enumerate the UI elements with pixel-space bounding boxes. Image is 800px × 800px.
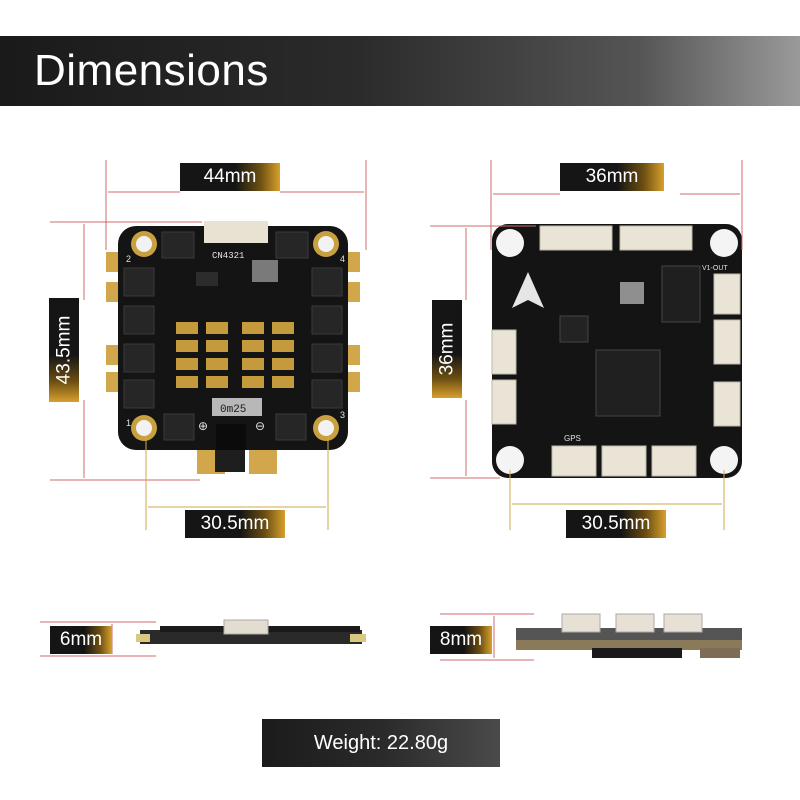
- esc-thickness-lines: [40, 621, 156, 657]
- fc-dimension-lines: [430, 160, 743, 479]
- esc-shunt-code: 0m25: [220, 404, 246, 416]
- esc-board: [106, 221, 360, 474]
- fc-mount-label: 30.5mm: [566, 510, 666, 538]
- esc-inductor: [252, 260, 278, 282]
- esc-thickness-label: 6mm: [50, 626, 112, 654]
- esc-width-label: 44mm: [180, 163, 280, 191]
- fc-logo-icon: [512, 272, 544, 308]
- esc-mount-holes: [131, 231, 339, 441]
- esc-side-view: [136, 619, 366, 644]
- title-banner: Dimensions: [0, 36, 800, 106]
- fc-mcu: [595, 349, 661, 417]
- fc-board: [491, 224, 742, 478]
- esc-mount-lines: [145, 436, 329, 530]
- fc-connectors: [491, 225, 741, 477]
- fc-width-label: 36mm: [560, 163, 664, 191]
- fc-thickness-lines: [440, 613, 534, 661]
- fc-side-view: [516, 613, 742, 658]
- esc-mosfets: [123, 231, 343, 441]
- fc-thickness-label: 8mm: [430, 626, 492, 654]
- fc-height-label: 36mm: [432, 300, 462, 398]
- esc-corner-4: 4: [340, 254, 345, 264]
- esc-capacitors: [176, 322, 294, 388]
- esc-corner-3: 3: [340, 410, 345, 420]
- esc-shunt: [212, 398, 262, 416]
- esc-height-label: 43.5mm: [49, 298, 79, 402]
- esc-plus-sign: ⊕: [198, 419, 208, 433]
- esc-chip: [196, 272, 218, 286]
- esc-corner-1: 1: [126, 418, 131, 428]
- fc-v1-out-label: V1-OUT: [702, 265, 728, 272]
- fc-mount-lines: [509, 470, 725, 530]
- esc-minus-sign: ⊖: [255, 419, 265, 433]
- esc-mount-label: 30.5mm: [185, 510, 285, 538]
- esc-corner-2: 2: [126, 254, 131, 264]
- esc-connector: [204, 221, 268, 243]
- weight-label: Weight: 22.80g: [262, 719, 500, 767]
- fc-mount-holes: [496, 229, 738, 474]
- fc-gps-label: GPS: [564, 434, 581, 443]
- esc-chip-code: CN4321: [212, 251, 244, 261]
- page-title: Dimensions: [34, 46, 269, 95]
- esc-pcb: [118, 226, 348, 450]
- esc-dimension-lines: [50, 160, 367, 481]
